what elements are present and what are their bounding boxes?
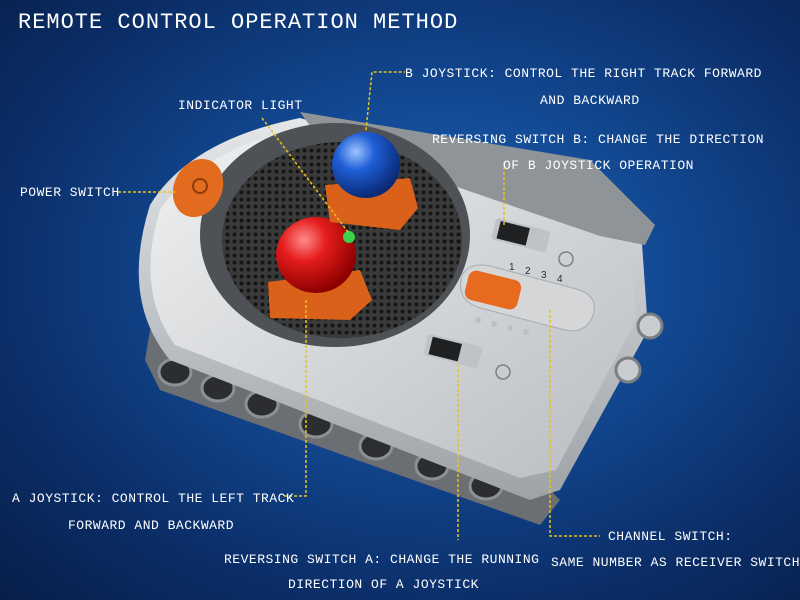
- channel-number-2: 2: [525, 266, 531, 277]
- channel-number-4: 4: [557, 274, 563, 285]
- a-joystick[interactable]: [268, 217, 372, 320]
- reversing-switch-a[interactable]: [423, 334, 511, 380]
- indicator-light-label: INDICATOR LIGHT: [178, 98, 303, 113]
- channel-switch-label-line1: CHANNEL SWITCH:: [608, 529, 733, 544]
- b-joystick[interactable]: [325, 132, 418, 230]
- reversing-switch-a-label-line2: DIRECTION OF A JOYSTICK: [288, 577, 479, 592]
- reversing-switch-b-label-line2: OF B JOYSTICK OPERATION: [503, 158, 694, 173]
- a-joystick-label-line2: FORWARD AND BACKWARD: [68, 518, 235, 533]
- channel-switch[interactable]: [460, 264, 595, 335]
- b-joystick-label-line2: AND BACKWARD: [540, 93, 640, 108]
- channel-number-3: 3: [541, 270, 547, 281]
- page-title: REMOTE CONTROL OPERATION METHOD: [18, 10, 459, 35]
- side-studs: [614, 312, 664, 384]
- indicator-light: [343, 231, 355, 243]
- b-joystick-label-line1: B JOYSTICK: CONTROL THE RIGHT TRACK FORW…: [405, 66, 762, 81]
- callout-lines: [118, 71, 600, 540]
- a-joystick-label-line1: A JOYSTICK: CONTROL THE LEFT TRACK: [12, 491, 295, 506]
- power-switch-label: POWER SWITCH: [20, 185, 120, 200]
- reversing-switch-a-label-line1: REVERSING SWITCH A: CHANGE THE RUNNING: [224, 552, 540, 567]
- channel-number-1: 1: [509, 262, 515, 273]
- reversing-switch-b-label-line1: REVERSING SWITCH B: CHANGE THE DIRECTION: [432, 132, 765, 147]
- channel-switch-label-line2: SAME NUMBER AS RECEIVER SWITCH: [551, 555, 800, 570]
- power-switch[interactable]: [164, 151, 233, 226]
- reversing-switch-b[interactable]: [491, 218, 574, 267]
